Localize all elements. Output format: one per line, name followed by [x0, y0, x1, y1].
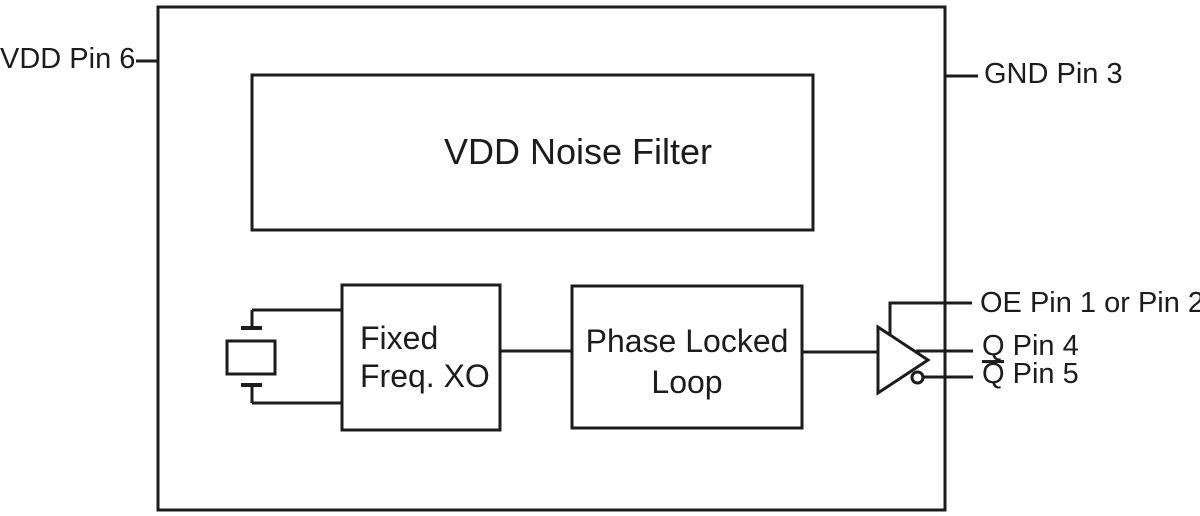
- oe-wire: [888, 301, 972, 336]
- qbar-text: Pin 5: [1004, 358, 1079, 391]
- pll-label: Phase Locked Loop: [586, 321, 789, 403]
- pin-label-q: Q Pin 4: [982, 330, 1079, 363]
- pll-label-line2: Loop: [651, 364, 723, 400]
- pll-box: [570, 284, 804, 430]
- pin-label-qbar: Q Pin 5: [982, 358, 1079, 391]
- chip-boundary-box: [156, 5, 947, 512]
- pll-label-line1: Phase Locked: [585, 323, 789, 359]
- qbar-overline-text: Q: [982, 358, 1005, 391]
- fixed-freq-xo-label: Fixed Freq. XO: [360, 319, 490, 395]
- pin-label-oe: OE Pin 1 or Pin 2: [980, 287, 1200, 320]
- vdd-noise-filter-box: [250, 73, 815, 232]
- fixed-freq-xo-box: [340, 283, 502, 432]
- output-buffer-icon: [876, 324, 931, 396]
- crystal-resonator-icon: [225, 308, 343, 405]
- fixed-freq-xo-label-line1: Fixed: [360, 320, 439, 356]
- pin-label-gnd: GND Pin 3: [984, 58, 1123, 91]
- fixed-freq-xo-label-line2: Freq. XO: [360, 358, 490, 394]
- inverting-output-bubble-icon: [910, 370, 925, 385]
- pin-label-vdd: VDD Pin 6: [0, 43, 136, 76]
- vdd-noise-filter-label: VDD Noise Filter: [443, 131, 713, 172]
